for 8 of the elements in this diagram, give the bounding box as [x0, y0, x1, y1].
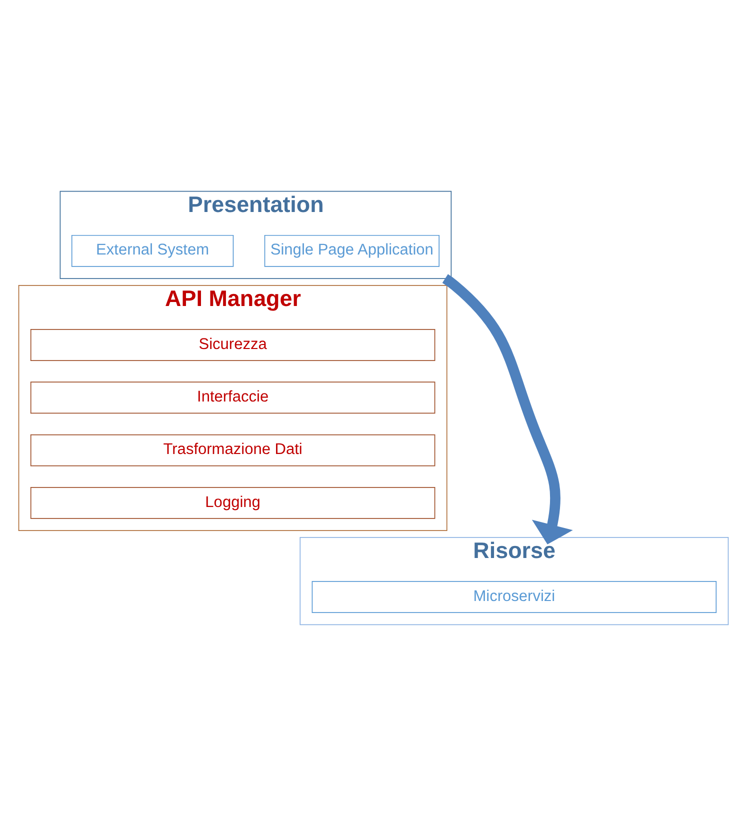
node-box: Trasformazione Dati [30, 434, 436, 466]
node-box: Interfaccie [30, 382, 436, 414]
node-box: Microservizi [312, 581, 717, 613]
node-box: Sicurezza [30, 329, 436, 361]
node-box: Single Page Application [264, 234, 440, 267]
arrow [442, 274, 573, 544]
node-box: Logging [30, 486, 436, 519]
node-box: External System [71, 234, 234, 267]
